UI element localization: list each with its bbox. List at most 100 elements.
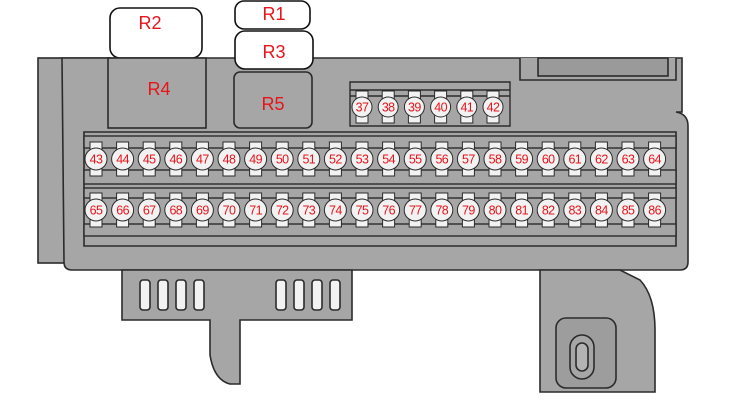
- fuse-79: 79: [456, 192, 480, 228]
- fuse-body: [137, 198, 161, 222]
- fuse-62: 62: [589, 141, 613, 177]
- fuse-body: [403, 198, 427, 222]
- fuse-46: 46: [164, 141, 188, 177]
- fuse-60: 60: [536, 141, 560, 177]
- fuse-body: [270, 198, 294, 222]
- fuse-number-label: 72: [276, 204, 289, 218]
- relay-r4-label: R4: [147, 79, 170, 99]
- fuse-70: 70: [217, 192, 241, 228]
- relay-r2-label: R2: [138, 13, 161, 33]
- fuse-number-label: 75: [356, 204, 369, 218]
- fuse-43: 43: [84, 141, 108, 177]
- fuse-number-label: 64: [648, 153, 661, 167]
- fuse-69: 69: [190, 192, 214, 228]
- fuse-body: [430, 198, 454, 222]
- relay-group: R2 R1 R3 R4 R5: [107, 0, 314, 129]
- fuse-64: 64: [643, 141, 667, 177]
- fuse-body: [643, 147, 667, 171]
- fuse-body: [190, 147, 214, 171]
- fuse-number-label: 78: [435, 204, 448, 218]
- fuse-number-label: 71: [249, 204, 262, 218]
- fuse-body: [323, 198, 347, 222]
- fuse-50: 50: [270, 141, 294, 177]
- fuse-number-label: 79: [462, 204, 475, 218]
- fuse-51: 51: [297, 141, 321, 177]
- fuse-number-label: 56: [435, 153, 448, 167]
- fuse-number-label: 77: [409, 204, 422, 218]
- fuse-85: 85: [616, 192, 640, 228]
- fuse-number-label: 59: [515, 153, 528, 167]
- fuse-body: [164, 198, 188, 222]
- fuse-55: 55: [403, 141, 427, 177]
- fuse-number-label: 83: [568, 204, 581, 218]
- fuse-body: [589, 198, 613, 222]
- fuse-number-label: 40: [434, 101, 447, 115]
- fuse-45: 45: [137, 141, 161, 177]
- fuse-body: [351, 96, 373, 118]
- fuse-86: 86: [643, 192, 667, 228]
- fuse-body: [350, 198, 374, 222]
- fuse-body: [350, 147, 374, 171]
- fuse-44: 44: [111, 141, 135, 177]
- fuse-number-label: 68: [169, 204, 182, 218]
- fuse-38: 38: [377, 90, 399, 124]
- fuse-body: [430, 147, 454, 171]
- fuse-73: 73: [297, 192, 321, 228]
- fuse-59: 59: [510, 141, 534, 177]
- fuse-number-label: 81: [515, 204, 528, 218]
- fuse-58: 58: [483, 141, 507, 177]
- fuse-48: 48: [217, 141, 241, 177]
- fuse-body: [111, 147, 135, 171]
- fuse-body: [643, 198, 667, 222]
- fuse-body: [536, 147, 560, 171]
- fuse-number-label: 53: [356, 153, 369, 167]
- fuse-body: [164, 147, 188, 171]
- fuse-body: [563, 147, 587, 171]
- fuse-number-label: 69: [196, 204, 209, 218]
- fuse-number-label: 45: [143, 153, 156, 167]
- relay-r1-label: R1: [262, 4, 285, 24]
- fuse-body: [190, 198, 214, 222]
- fuse-49: 49: [244, 141, 268, 177]
- fuse-number-label: 48: [223, 153, 236, 167]
- fuse-number-label: 39: [408, 101, 421, 115]
- fuse-body: [456, 96, 478, 118]
- fuse-number-label: 63: [622, 153, 635, 167]
- fuse-body: [270, 147, 294, 171]
- fuse-number-label: 62: [595, 153, 608, 167]
- fuse-number-label: 66: [116, 204, 129, 218]
- fuse-41: 41: [456, 90, 478, 124]
- fuse-body: [217, 147, 241, 171]
- fuse-47: 47: [190, 141, 214, 177]
- fuse-82: 82: [536, 192, 560, 228]
- fuse-39: 39: [403, 90, 425, 124]
- fuse-63: 63: [616, 141, 640, 177]
- fuse-number-label: 54: [382, 153, 395, 167]
- fuse-80: 80: [483, 192, 507, 228]
- fuse-71: 71: [244, 192, 268, 228]
- fuse-number-label: 65: [90, 204, 103, 218]
- fuse-number-label: 60: [542, 153, 555, 167]
- fuse-number-label: 55: [409, 153, 422, 167]
- fuse-76: 76: [377, 192, 401, 228]
- fuse-body: [510, 147, 534, 171]
- fuse-65: 65: [84, 192, 108, 228]
- fuse-number-label: 86: [648, 204, 661, 218]
- fuse-body: [137, 147, 161, 171]
- fuse-68: 68: [164, 192, 188, 228]
- fuse-61: 61: [563, 141, 587, 177]
- fuse-52: 52: [323, 141, 347, 177]
- relay-r4-block: [107, 57, 207, 129]
- fuse-body: [403, 147, 427, 171]
- fuse-number-label: 61: [568, 153, 581, 167]
- fuse-number-label: 50: [276, 153, 289, 167]
- fuse-body: [297, 198, 321, 222]
- fuse-body: [536, 198, 560, 222]
- fuse-body: [377, 147, 401, 171]
- fuse-53: 53: [350, 141, 374, 177]
- fuse-number-label: 49: [249, 153, 262, 167]
- fuse-number-label: 46: [169, 153, 182, 167]
- fuse-body: [456, 198, 480, 222]
- fuse-body: [589, 147, 613, 171]
